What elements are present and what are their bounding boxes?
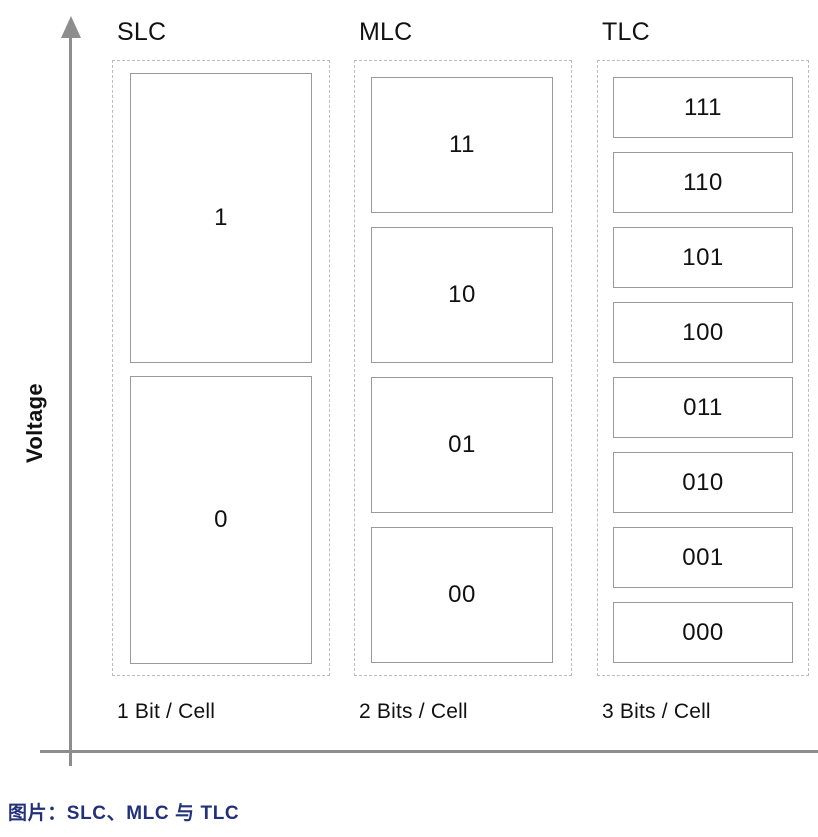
column-title-slc: SLC	[117, 18, 167, 46]
column-footer-mlc: 2 Bits / Cell	[359, 700, 468, 723]
level-cell-label: 100	[682, 318, 724, 346]
level-cell-tlc-5: 010	[613, 452, 793, 513]
level-cell-label: 110	[683, 168, 723, 196]
level-cell-label: 1	[214, 204, 228, 231]
level-cell-mlc-0: 11	[371, 77, 553, 213]
level-cell-mlc-3: 00	[371, 527, 553, 663]
level-cell-label: 000	[682, 618, 724, 646]
column-group-tlc	[597, 60, 809, 676]
y-axis-label: Voltage	[22, 383, 47, 463]
column-group-slc	[112, 60, 330, 676]
y-axis-line	[69, 30, 72, 766]
level-cell-label: 10	[448, 281, 476, 308]
level-cell-tlc-0: 111	[613, 77, 793, 138]
level-cell-label: 101	[682, 243, 724, 271]
x-axis-line	[40, 750, 818, 753]
level-cell-tlc-4: 011	[613, 377, 793, 438]
level-cell-label: 11	[449, 131, 475, 158]
level-cell-slc-1: 0	[130, 376, 312, 664]
column-title-tlc: TLC	[602, 18, 650, 46]
level-cell-mlc-1: 10	[371, 227, 553, 363]
level-cell-label: 0	[214, 506, 228, 533]
column-footer-tlc: 3 Bits / Cell	[602, 700, 711, 723]
level-cell-slc-0: 1	[130, 73, 312, 363]
column-group-mlc	[354, 60, 572, 676]
column-title-mlc: MLC	[359, 18, 413, 46]
level-cell-tlc-3: 100	[613, 302, 793, 363]
level-cell-tlc-7: 000	[613, 602, 793, 663]
up-arrow-icon	[61, 16, 81, 38]
figure-caption: 图片：SLC、MLC 与 TLC	[8, 803, 240, 824]
level-cell-label: 010	[682, 468, 724, 496]
level-cell-label: 01	[448, 431, 476, 458]
level-cell-tlc-2: 101	[613, 227, 793, 288]
level-cell-tlc-1: 110	[613, 152, 793, 213]
level-cell-label: 001	[682, 543, 724, 571]
level-cell-label: 00	[448, 581, 476, 608]
level-cell-mlc-2: 01	[371, 377, 553, 513]
level-cell-label: 011	[683, 393, 723, 421]
level-cell-label: 111	[684, 93, 722, 121]
level-cell-tlc-6: 001	[613, 527, 793, 588]
column-footer-slc: 1 Bit / Cell	[117, 700, 216, 723]
